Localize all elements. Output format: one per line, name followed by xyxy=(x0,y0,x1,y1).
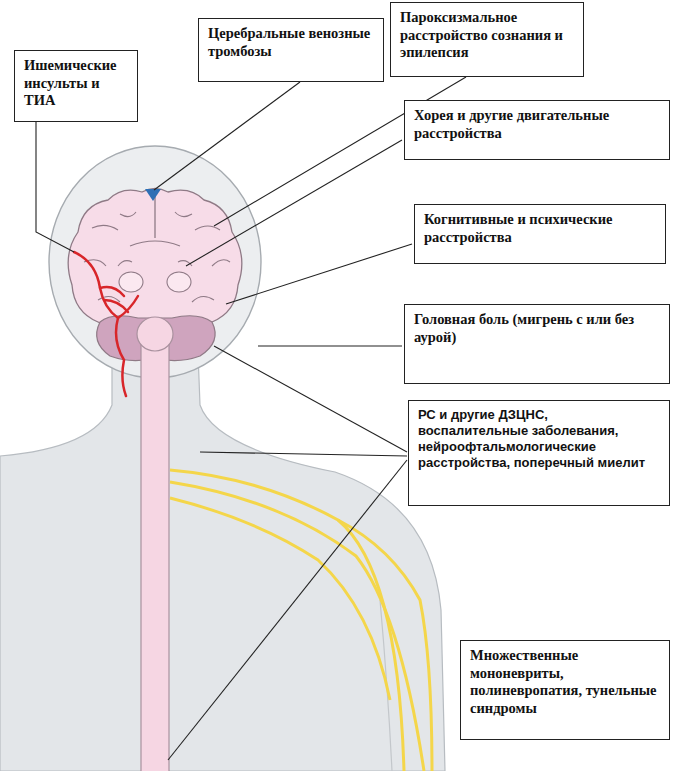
ventricles xyxy=(118,261,192,266)
label-box: Когнитивные и психические расстройства xyxy=(414,204,666,264)
peripheral-nerves xyxy=(170,470,432,771)
basal-ganglia xyxy=(119,272,143,292)
body-silhouette xyxy=(0,352,445,771)
label-text: Когнитивные и психические расстройства xyxy=(424,211,656,246)
label-text: Хорея и другие двигательные расстройства xyxy=(414,107,660,142)
leader-lines xyxy=(36,77,466,760)
label-text: Пароксизмальное расстройство сознания и … xyxy=(400,9,574,62)
label-text: Головная боль (мигрень с или без аурой) xyxy=(414,311,660,346)
label-box: Головная боль (мигрень с или без аурой) xyxy=(404,304,670,384)
label-text: РС и другие ДЗЦНС, воспалительные заболе… xyxy=(418,407,660,470)
label-box: Хорея и другие двигательные расстройства xyxy=(404,100,670,160)
label-text: Ишемические инсульты и ТИА xyxy=(24,57,128,110)
label-box: Пароксизмальное расстройство сознания и … xyxy=(390,2,584,77)
brain xyxy=(68,189,242,332)
label-box: Церебральные венозные тромбозы xyxy=(198,18,384,82)
venous-sinus xyxy=(145,189,161,201)
label-box: Множественные мононевриты, полиневропати… xyxy=(460,640,670,740)
label-box: РС и другие ДЗЦНС, воспалительные заболе… xyxy=(408,400,670,506)
fissure xyxy=(154,192,155,238)
artery xyxy=(74,252,138,396)
basal-ganglia xyxy=(167,272,191,292)
spinal-cord xyxy=(141,330,169,771)
sulci xyxy=(84,212,230,302)
brainstem xyxy=(137,317,173,351)
label-text: Церебральные венозные тромбозы xyxy=(208,25,374,60)
label-box: Ишемические инсульты и ТИА xyxy=(14,50,138,122)
head xyxy=(49,146,261,378)
label-text: Множественные мононевриты, полиневропати… xyxy=(470,647,660,718)
